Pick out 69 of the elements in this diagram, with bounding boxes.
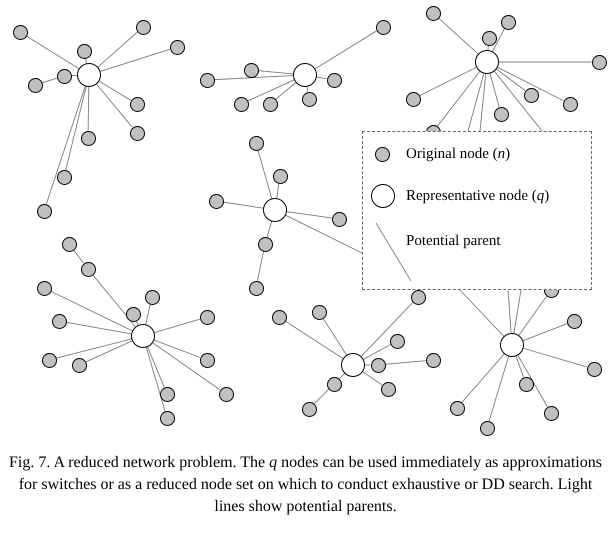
connector-line <box>152 342 220 390</box>
connector-line <box>360 302 414 357</box>
connector-line <box>468 73 484 132</box>
legend-text: Representative node (q) <box>406 187 550 205</box>
connector-line <box>523 348 588 368</box>
connector-line <box>461 354 505 403</box>
connector-line <box>88 86 90 131</box>
connector-line <box>480 74 486 132</box>
connector-line <box>338 373 345 380</box>
connector-line <box>284 320 344 359</box>
connector-line <box>494 70 542 132</box>
connector-line <box>314 388 330 404</box>
connector-line <box>276 182 280 199</box>
connector-line <box>85 340 133 362</box>
connector-line <box>147 346 165 388</box>
connector-line <box>50 290 133 332</box>
connector-line <box>314 30 378 70</box>
connector-line <box>146 347 166 412</box>
connector-line <box>488 356 509 422</box>
connector-line <box>100 48 170 72</box>
connector-line <box>285 214 362 254</box>
connector-line <box>266 221 272 238</box>
connector-line <box>71 75 78 76</box>
connector-line <box>522 323 568 342</box>
connector-line <box>222 202 264 209</box>
connector-line <box>96 84 133 128</box>
connector-line <box>56 338 132 359</box>
connector-line <box>518 354 548 407</box>
connector-line <box>497 66 564 102</box>
connector-line <box>154 340 200 358</box>
connector-line <box>286 211 332 218</box>
connector-line <box>154 318 200 334</box>
connector-line <box>514 290 522 334</box>
connector-line <box>518 296 548 336</box>
connector-line <box>364 364 371 366</box>
connector-line <box>322 318 347 356</box>
connector-line <box>492 28 505 52</box>
legend-text: Potential parent <box>406 232 501 250</box>
connector-line <box>98 32 138 68</box>
connector-line <box>26 36 80 70</box>
connector-line <box>73 250 84 264</box>
connector-line <box>496 68 526 91</box>
connector-line <box>92 274 136 328</box>
connector-line <box>306 86 308 92</box>
connector-line <box>247 80 295 102</box>
connector-line <box>258 70 294 74</box>
connector-line <box>490 73 500 108</box>
connector-line <box>214 75 294 80</box>
connector-line <box>508 290 512 334</box>
connector-line <box>42 78 58 84</box>
connector-line <box>516 356 524 378</box>
figure-caption: Fig. 7. A reduced network problem. The q nodes can be used immediately as approximations for switches or as a reduced node set on which to conduct exhaustive or DD search. Light lines show potential parents. <box>8 453 603 517</box>
connector-line <box>98 80 132 101</box>
legend-text: Original node (n) <box>406 145 510 163</box>
connector-line <box>46 86 86 204</box>
connector-line <box>316 76 328 80</box>
connector-line <box>66 322 132 334</box>
connector-line <box>385 360 426 365</box>
connector-line <box>438 18 479 54</box>
connector-line <box>145 304 151 325</box>
connector-line <box>419 66 477 96</box>
connector-line <box>257 250 264 282</box>
connector-line <box>437 71 480 126</box>
connector-line <box>65 86 87 170</box>
connector-line <box>362 371 382 386</box>
connector-line <box>460 290 504 337</box>
connector-line <box>363 344 391 360</box>
connector-line <box>275 82 296 100</box>
connector-line <box>258 150 272 199</box>
